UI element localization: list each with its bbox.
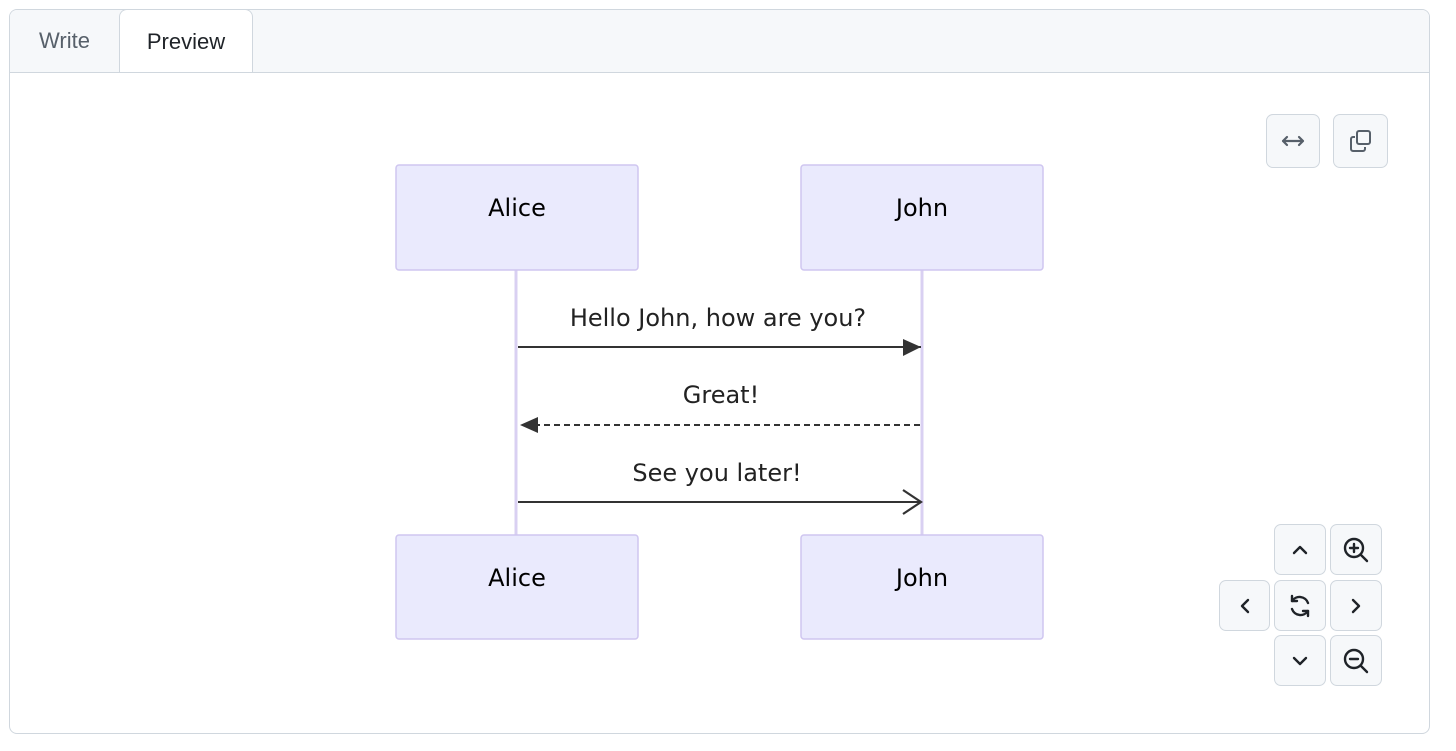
reset-icon [1290, 594, 1310, 617]
zoom-out-icon [1343, 648, 1369, 673]
message-label-2: Great! [683, 381, 759, 409]
chevron-right-icon [1351, 598, 1361, 613]
actor-box-john-top [800, 164, 1044, 271]
actor-label-john-bottom: John [894, 564, 948, 592]
tab-bar: Write Preview [10, 10, 1429, 73]
actor-label-john-top: John [894, 194, 948, 222]
pan-right-button[interactable] [1330, 580, 1382, 631]
message-label-3: See you later! [632, 459, 801, 487]
actor-box-alice-top [395, 164, 639, 271]
tab-preview[interactable]: Preview [119, 10, 253, 72]
pan-down-button[interactable] [1274, 635, 1326, 686]
pan-up-button[interactable] [1274, 524, 1326, 575]
copy-icon [1349, 130, 1371, 152]
message-arrowhead-2 [520, 417, 538, 433]
actor-box-john-bottom [800, 534, 1044, 640]
zoom-out-button[interactable] [1330, 635, 1382, 686]
zoom-in-icon [1343, 537, 1369, 562]
message-arrowhead-3 [902, 489, 923, 515]
message-arrowhead-1 [903, 339, 921, 356]
zoom-in-button[interactable] [1330, 524, 1382, 575]
actor-label-alice-bottom: Alice [488, 564, 546, 592]
markdown-editor: Write Preview [9, 9, 1430, 734]
actor-label-alice-top: Alice [488, 194, 546, 222]
chevron-down-icon [1292, 656, 1308, 665]
copy-button[interactable] [1333, 114, 1388, 168]
tab-write[interactable]: Write [39, 28, 90, 53]
actor-box-alice-bottom [395, 534, 639, 640]
fullscreen-button[interactable] [1266, 114, 1320, 168]
message-label-1: Hello John, how are you? [570, 304, 866, 332]
pan-left-button[interactable] [1219, 580, 1270, 631]
chevron-up-icon [1292, 545, 1308, 554]
chevron-left-icon [1240, 598, 1249, 613]
arrows-horizontal-icon [1281, 135, 1305, 147]
reset-view-button[interactable] [1274, 580, 1326, 631]
